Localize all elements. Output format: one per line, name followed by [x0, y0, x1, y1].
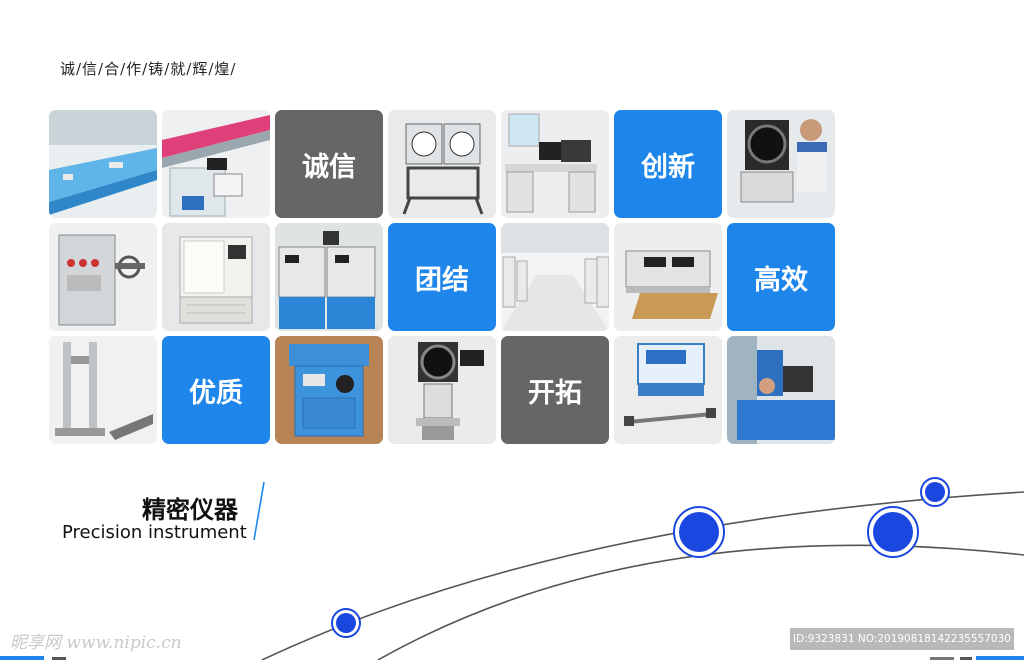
innovation-tile: 创新 [614, 110, 722, 218]
blue-node-large-right [867, 506, 919, 558]
lab-hall-icon [501, 223, 609, 331]
site-watermark: 昵享网 www.nipic.cn [10, 633, 182, 653]
unity-tile: 团结 [388, 223, 496, 331]
integrity-tile: 诚信 [275, 110, 383, 218]
efficiency-tile: 高效 [727, 223, 835, 331]
profile-projector-icon [388, 336, 496, 444]
blue-node-small-top [920, 477, 950, 507]
conveyor-test-bench-icon [49, 110, 157, 218]
drop-tester-icon [49, 336, 157, 444]
pioneering-tile: 开拓 [501, 336, 609, 444]
profile-projector-operator-icon [727, 110, 835, 218]
control-cabinet-icon [275, 223, 383, 331]
blue-control-box-icon [275, 336, 383, 444]
slogan: 诚/信/合/作/铸/就/辉/煌/ [60, 60, 237, 78]
section-title-en: Precision instrument [62, 522, 247, 543]
quality-tile: 优质 [162, 336, 270, 444]
tile-grid: 诚信 创新 [49, 110, 837, 445]
lab-console-icon [614, 223, 722, 331]
slash-divider [253, 482, 265, 541]
bottom-edge-marks [0, 656, 1024, 660]
blue-node-large-left [673, 506, 725, 558]
blue-node-small-bottom [331, 608, 361, 638]
lab-computer-desk-icon [501, 110, 609, 218]
tensile-tester-icon [49, 223, 157, 331]
environmental-chamber-icon [162, 223, 270, 331]
operator-testing-icon [727, 336, 835, 444]
section-title-cn: 精密仪器 [142, 496, 238, 524]
pink-belt-machine-icon [162, 110, 270, 218]
dual-meter-panel-icon [388, 110, 496, 218]
image-id-bar: ID:9323831 NO:20190818142235557030 [790, 628, 1014, 650]
digital-meter-icon [614, 336, 722, 444]
